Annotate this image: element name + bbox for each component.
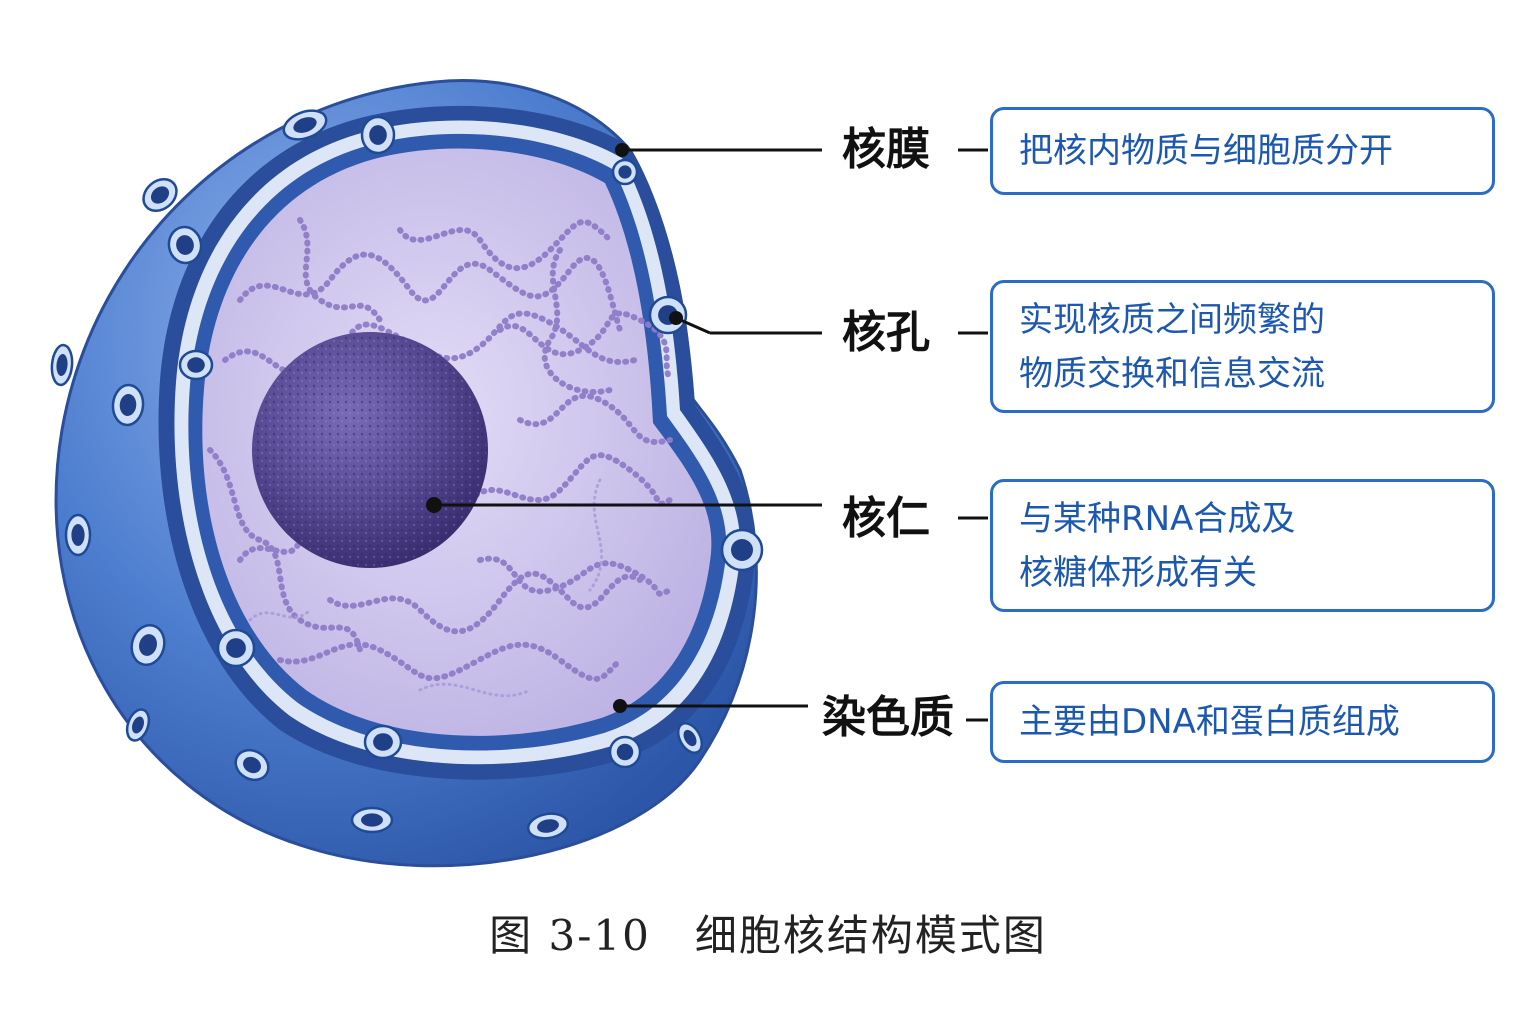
leader-lines (434, 148, 988, 722)
nuclear-pore (111, 383, 145, 427)
leader-dot-nucleolus (426, 497, 442, 513)
nuclear-pore (363, 724, 403, 760)
label-pore: 核孔 (842, 307, 930, 358)
nuclear-pore (234, 748, 270, 782)
leader-dot-pore (669, 311, 683, 325)
nuclear-pore (167, 225, 203, 265)
nuclear-pore (142, 177, 178, 213)
nuclear-pore (282, 109, 328, 141)
desc-nucleolus-line-1: 与某种RNA合成及 (1019, 498, 1296, 539)
desc-chromatin-line-1: 主要由DNA和蛋白质组成 (1019, 702, 1400, 742)
nuclear-pore (64, 513, 92, 557)
nuclear-pores-outer (50, 109, 704, 840)
nuclear-pore (130, 623, 166, 667)
nuclear-pore (50, 343, 74, 387)
nuclear-pore (611, 158, 639, 186)
nuclear-pore (125, 708, 151, 742)
nuclear-pore (608, 735, 642, 769)
desc-box-envelope: 把核内物质与细胞质分开 (990, 107, 1495, 195)
nuclear-pore (720, 528, 764, 572)
nuclear-pore (178, 349, 214, 381)
desc-pore-line-2: 物质交换和信息交流 (1019, 353, 1325, 394)
leader-dot-envelope (615, 143, 629, 157)
leader-dots (426, 143, 683, 713)
figure-caption: 图 3-10 细胞核结构模式图 (0, 902, 1536, 963)
label-envelope: 核膜 (842, 124, 930, 175)
caption-title: 细胞核结构模式图 (694, 911, 1047, 960)
nuclear-pore (526, 812, 570, 840)
caption-number: 图 3-10 (489, 911, 651, 960)
label-nucleolus: 核仁 (842, 493, 930, 544)
nucleolus-texture (254, 334, 486, 566)
label-chromatin: 染色质 (822, 692, 954, 743)
nuclear-pore (676, 722, 704, 754)
desc-envelope-line-1: 把核内物质与细胞质分开 (1019, 131, 1393, 171)
leader-dot-chromatin (613, 699, 627, 713)
desc-pore-line-1: 实现核质之间频繁的 (1019, 299, 1325, 340)
desc-box-nucleolus: 与某种RNA合成及 核糖体形成有关 (990, 479, 1495, 612)
nuclear-pore (216, 628, 256, 668)
nuclear-pore (350, 806, 394, 834)
desc-nucleolus-line-2: 核糖体形成有关 (1019, 552, 1257, 593)
desc-box-pore: 实现核质之间频繁的 物质交换和信息交流 (990, 280, 1495, 413)
desc-box-chromatin: 主要由DNA和蛋白质组成 (990, 681, 1495, 763)
nuclear-pore (360, 115, 396, 155)
